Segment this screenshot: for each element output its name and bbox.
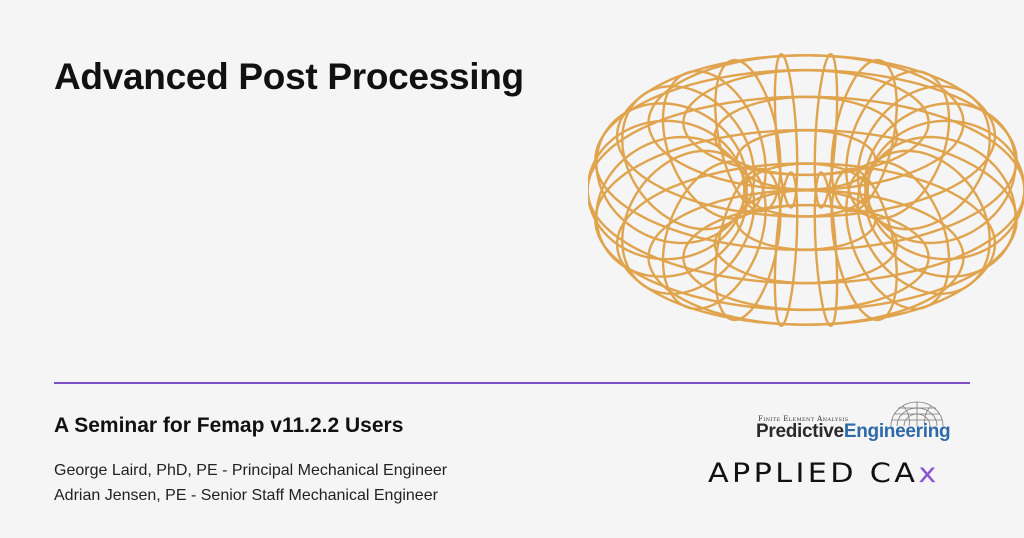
- presenter-1: George Laird, PhD, PE - Principal Mechan…: [54, 462, 448, 479]
- applied-cax-main-text: APPLIED CA: [708, 458, 919, 489]
- pe-logo-wordmark: PredictiveEngineering: [756, 421, 951, 443]
- torus-wire: [594, 128, 1018, 312]
- torus-wire: [682, 203, 930, 311]
- globe-icon: [890, 401, 944, 426]
- pe-logo-word-predictive: Predictive: [756, 421, 844, 442]
- applied-cax-accent-x: x: [918, 458, 940, 489]
- torus-wire: [647, 54, 965, 191]
- torus-wire: [713, 204, 899, 285]
- predictive-engineering-logo: Finite Element Analysis PredictiveEngine…: [756, 400, 972, 446]
- divider-line: [54, 382, 970, 384]
- wireframe-torus-image: [588, 52, 1024, 328]
- torus-wire: [713, 95, 899, 176]
- torus-wire: [594, 68, 1018, 252]
- applied-cax-logo: APPLIED CAx: [708, 458, 940, 489]
- torus-wire: [735, 189, 877, 251]
- torus-wire: [588, 95, 1024, 285]
- torus-wire: [743, 162, 869, 218]
- presenter-2: Adrian Jensen, PE - Senior Staff Mechani…: [54, 487, 438, 504]
- torus-wire: [615, 54, 997, 218]
- pe-logo-tagline: Finite Element Analysis: [758, 415, 849, 423]
- torus-wire: [735, 129, 877, 191]
- slide-title: Advanced Post Processing: [54, 56, 524, 97]
- torus-wire: [615, 162, 997, 326]
- torus-wire: [647, 189, 965, 326]
- slide-subtitle: A Seminar for Femap v11.2.2 Users: [54, 414, 404, 437]
- pe-logo-word-engineering: Engineering: [843, 421, 951, 442]
